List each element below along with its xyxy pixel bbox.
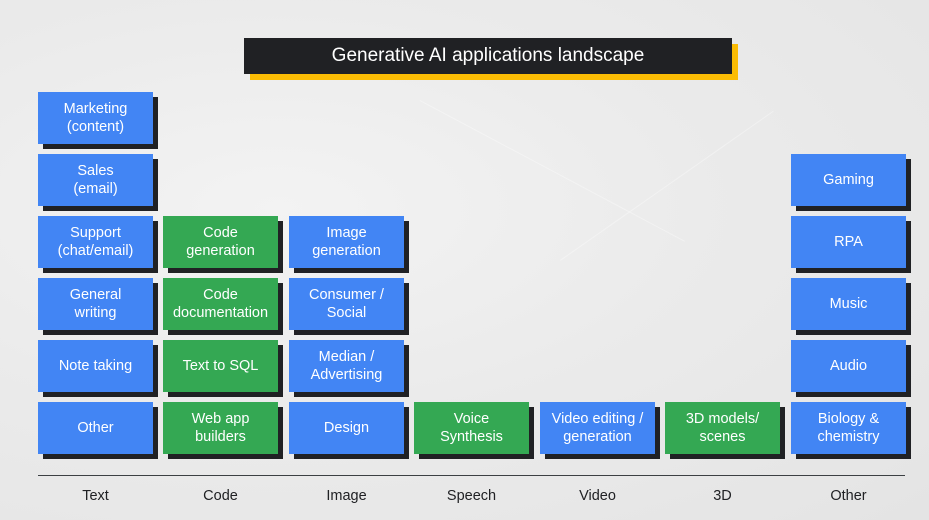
app-tile-text: Other — [38, 402, 158, 459]
tile-label: Code documentation — [163, 278, 278, 330]
tile-label: General writing — [38, 278, 153, 330]
app-tile-text: General writing — [38, 278, 158, 335]
category-label-text: Text — [82, 488, 109, 504]
tile-label: Code generation — [163, 216, 278, 268]
app-tile-image: Consumer / Social — [289, 278, 409, 335]
tile-label: Consumer / Social — [289, 278, 404, 330]
app-tile-code: Code generation — [163, 216, 283, 273]
category-label-other: Other — [830, 488, 867, 504]
app-tile-text: Note taking — [38, 340, 158, 397]
app-tile-speech: Voice Synthesis — [414, 402, 534, 459]
app-tile-video: Video editing / generation — [540, 402, 660, 459]
app-tile-3d: 3D models/ scenes — [665, 402, 785, 459]
tile-label: 3D models/ scenes — [665, 402, 780, 454]
app-tile-code: Code documentation — [163, 278, 283, 335]
tile-label: Median / Advertising — [289, 340, 404, 392]
tile-label: Support (chat/email) — [38, 216, 153, 268]
tile-label: Note taking — [38, 340, 153, 392]
tile-label: Sales (email) — [38, 154, 153, 206]
category-label-video: Video — [579, 488, 616, 504]
app-tile-other: Gaming — [791, 154, 911, 211]
category-label-image: Image — [326, 488, 367, 504]
app-tile-other: Biology & chemistry — [791, 402, 911, 459]
tile-label: Music — [791, 278, 906, 330]
paper-texture-crease — [560, 110, 774, 261]
tile-label: Biology & chemistry — [791, 402, 906, 454]
tile-label: Video editing / generation — [540, 402, 655, 454]
tile-label: Audio — [791, 340, 906, 392]
app-tile-text: Marketing (content) — [38, 92, 158, 149]
app-tile-other: Music — [791, 278, 911, 335]
tile-label: Image generation — [289, 216, 404, 268]
tile-label: Marketing (content) — [38, 92, 153, 144]
tile-label: RPA — [791, 216, 906, 268]
category-label-speech: Speech — [446, 488, 497, 504]
category-label-3d: 3D — [713, 488, 732, 504]
app-tile-image: Design — [289, 402, 409, 459]
page-title: Generative AI applications landscape — [244, 38, 732, 74]
app-tile-image: Image generation — [289, 216, 409, 273]
app-tile-text: Support (chat/email) — [38, 216, 158, 273]
app-tile-other: Audio — [791, 340, 911, 397]
tile-label: Voice Synthesis — [414, 402, 529, 454]
app-tile-code: Text to SQL — [163, 340, 283, 397]
category-label-code: Code — [203, 488, 238, 504]
baseline-divider — [38, 475, 905, 476]
app-tile-code: Web app builders — [163, 402, 283, 459]
app-tile-text: Sales (email) — [38, 154, 158, 211]
app-tile-other: RPA — [791, 216, 911, 273]
tile-label: Gaming — [791, 154, 906, 206]
paper-texture-crease — [419, 100, 685, 242]
tile-label: Other — [38, 402, 153, 454]
title-banner: Generative AI applications landscape — [244, 38, 738, 80]
tile-label: Web app builders — [163, 402, 278, 454]
app-tile-image: Median / Advertising — [289, 340, 409, 397]
tile-label: Text to SQL — [163, 340, 278, 392]
tile-label: Design — [289, 402, 404, 454]
